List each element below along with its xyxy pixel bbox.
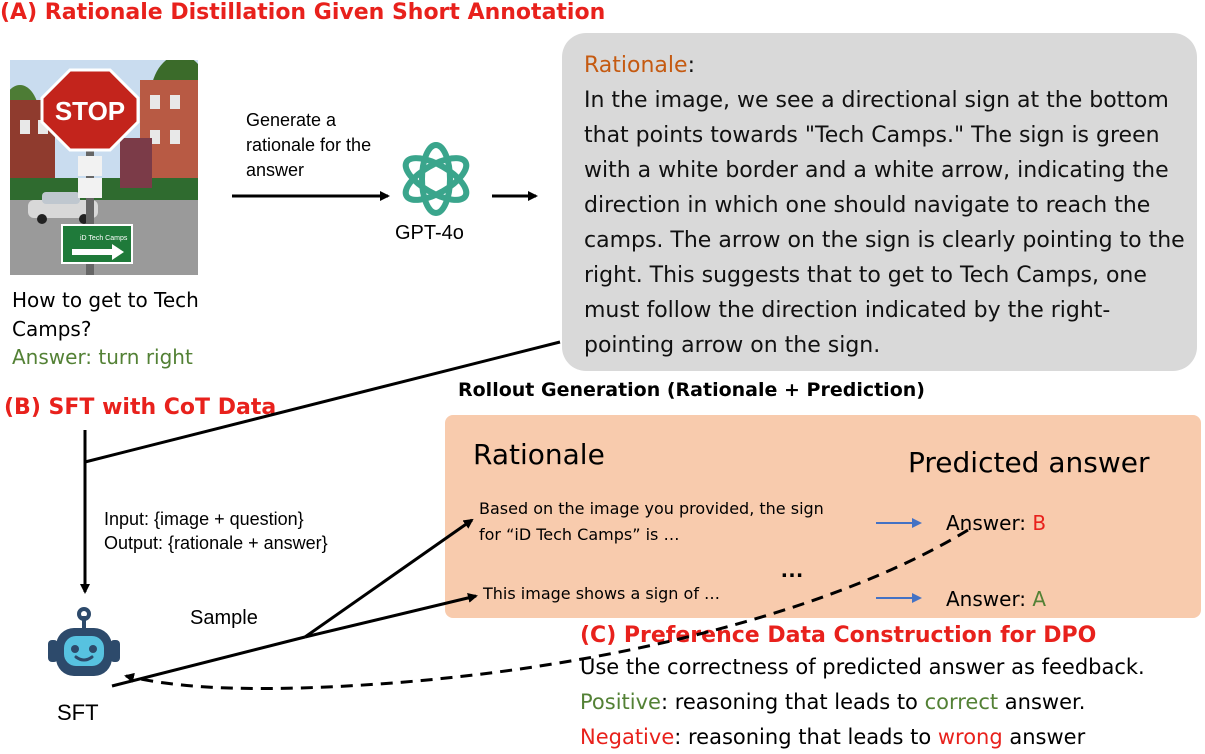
positive-rest-a: : reasoning that leads to bbox=[660, 690, 925, 714]
negative-rest-a: : reasoning that leads to bbox=[674, 725, 938, 749]
answer-text: Answer: turn right bbox=[12, 345, 193, 369]
rationale-body: In the image, we see a directional sign … bbox=[584, 88, 1185, 358]
rollout-ellipsis: … bbox=[780, 556, 804, 583]
row1-answer-prefix: Answer: bbox=[946, 511, 1033, 535]
rollout-row1-text: Based on the image you provided, the sig… bbox=[479, 499, 824, 544]
section-c-line1: Use the correctness of predicted answer … bbox=[580, 655, 1145, 679]
rollout-row1-answer: Answer: B bbox=[946, 511, 1046, 535]
predicted-answer-header: Predicted answer bbox=[908, 446, 1150, 479]
positive-rest-b: answer. bbox=[998, 690, 1086, 714]
rationale-to-sft-line bbox=[84, 340, 561, 464]
rollout-box bbox=[445, 415, 1201, 618]
rollout-rationale-header: Rationale bbox=[473, 438, 605, 471]
sample-stem-line bbox=[111, 635, 306, 688]
positive-word: Positive bbox=[580, 690, 661, 714]
sample-arrow-row1 bbox=[304, 518, 474, 639]
openai-logo-icon bbox=[394, 137, 478, 221]
row1-answer-value: B bbox=[1032, 511, 1047, 535]
section-c-title: (C) Preference Data Construction for DPO bbox=[580, 623, 1097, 648]
row2-answer-prefix: Answer: bbox=[946, 587, 1033, 611]
sample-arrow-row2 bbox=[304, 593, 478, 639]
section-c-negative-line: Negative: reasoning that leads to wrong … bbox=[580, 725, 1085, 749]
negative-rest-b: answer bbox=[1002, 725, 1086, 749]
tech-camps-sign-text: iD Tech Camps bbox=[80, 235, 128, 242]
sft-output-label: Output: {rationale + answer} bbox=[104, 533, 328, 553]
model-name: GPT-4o bbox=[395, 222, 464, 244]
stop-sign-photo: STOP iD Tech Camps bbox=[10, 60, 198, 275]
sft-input-label: Input: {image + question} bbox=[104, 509, 304, 529]
section-c-positive-line: Positive: reasoning that leads to correc… bbox=[580, 690, 1085, 714]
rationale-colon: : bbox=[687, 53, 695, 78]
question-text: How to get to Tech Camps? bbox=[12, 288, 199, 341]
section-b-title: (B) SFT with CoT Data bbox=[4, 395, 277, 420]
sft-label: SFT bbox=[57, 700, 99, 725]
rollout-row2-text: This image shows a sign of … bbox=[483, 584, 721, 603]
rollout-title: Rollout Generation (Rationale + Predicti… bbox=[458, 379, 925, 401]
rationale-box bbox=[562, 33, 1197, 371]
stop-sign-text: STOP bbox=[55, 96, 125, 126]
feedback-dashed-arrow bbox=[124, 528, 969, 690]
generate-rationale-label: Generate a rationale for the answer bbox=[246, 110, 372, 180]
sample-label: Sample bbox=[190, 607, 258, 629]
robot-icon bbox=[42, 606, 126, 690]
rationale-label: Rationale bbox=[584, 53, 688, 78]
row2-answer-value: A bbox=[1032, 587, 1047, 611]
negative-highlight: wrong bbox=[937, 725, 1003, 749]
rollout-row2-answer: Answer: A bbox=[946, 587, 1046, 611]
positive-highlight: correct bbox=[924, 690, 999, 714]
rationale-text-block: Rationale: In the image, we see a direct… bbox=[584, 48, 1194, 363]
section-a-title: (A) Rationale Distillation Given Short A… bbox=[0, 0, 606, 25]
negative-word: Negative bbox=[580, 725, 675, 749]
